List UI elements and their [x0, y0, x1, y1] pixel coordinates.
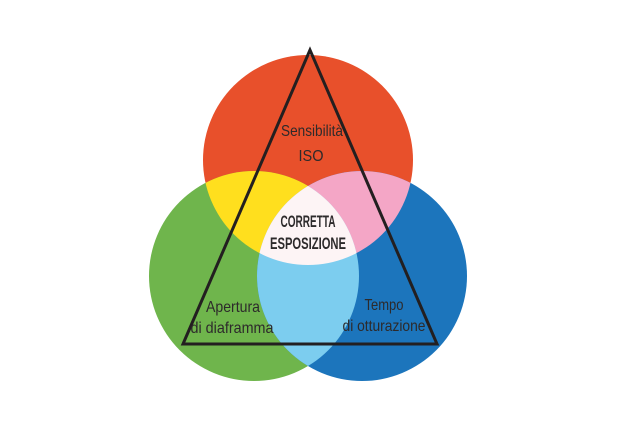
- exposure-triangle-outline: [180, 46, 440, 346]
- shutter-label-line2: di otturazione: [343, 318, 426, 335]
- correct-exposure-label-line1: CORRETTA: [281, 213, 336, 231]
- aperture-label-line2: di diaframma: [191, 320, 274, 337]
- iso-label-line1: Sensibilità: [281, 123, 343, 140]
- correct-exposure-label-line2: ESPOSIZIONE: [270, 235, 346, 253]
- aperture-label-line1: Apertura: [206, 299, 260, 316]
- shutter-label-line1: Tempo: [365, 297, 404, 314]
- center-overlap: [257, 171, 359, 265]
- iso-label-line2: ISO: [299, 148, 324, 165]
